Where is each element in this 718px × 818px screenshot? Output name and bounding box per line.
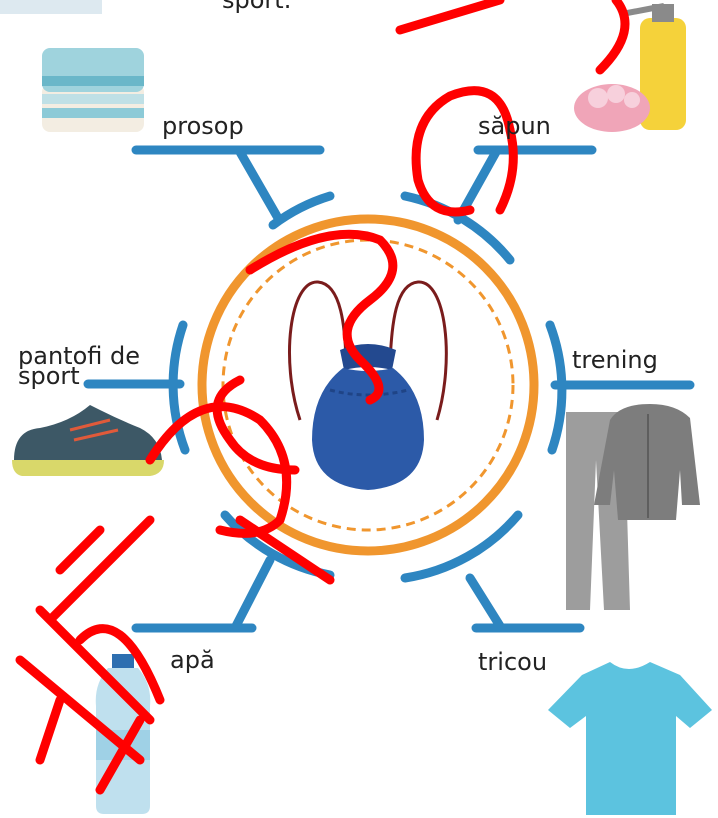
- label-trening: trening: [572, 348, 658, 372]
- label-prosop: prosop: [162, 114, 244, 138]
- towel-stack-icon: [42, 48, 144, 132]
- tshirt-icon: [548, 662, 712, 815]
- soap-dispenser-icon: [574, 4, 686, 132]
- spoke-tricou-diag: [470, 578, 500, 626]
- spoke-prosop-diag: [240, 152, 278, 218]
- label-sport: sport: [18, 364, 80, 388]
- label-sapun: săpun: [478, 114, 551, 138]
- backpack-icon: [290, 282, 447, 490]
- tracksuit-icon: [566, 404, 700, 610]
- spoke-apa-diag: [236, 560, 270, 626]
- label-tricou: tricou: [478, 650, 547, 674]
- sneaker-icon: [12, 405, 164, 476]
- label-apa: apă: [170, 648, 215, 672]
